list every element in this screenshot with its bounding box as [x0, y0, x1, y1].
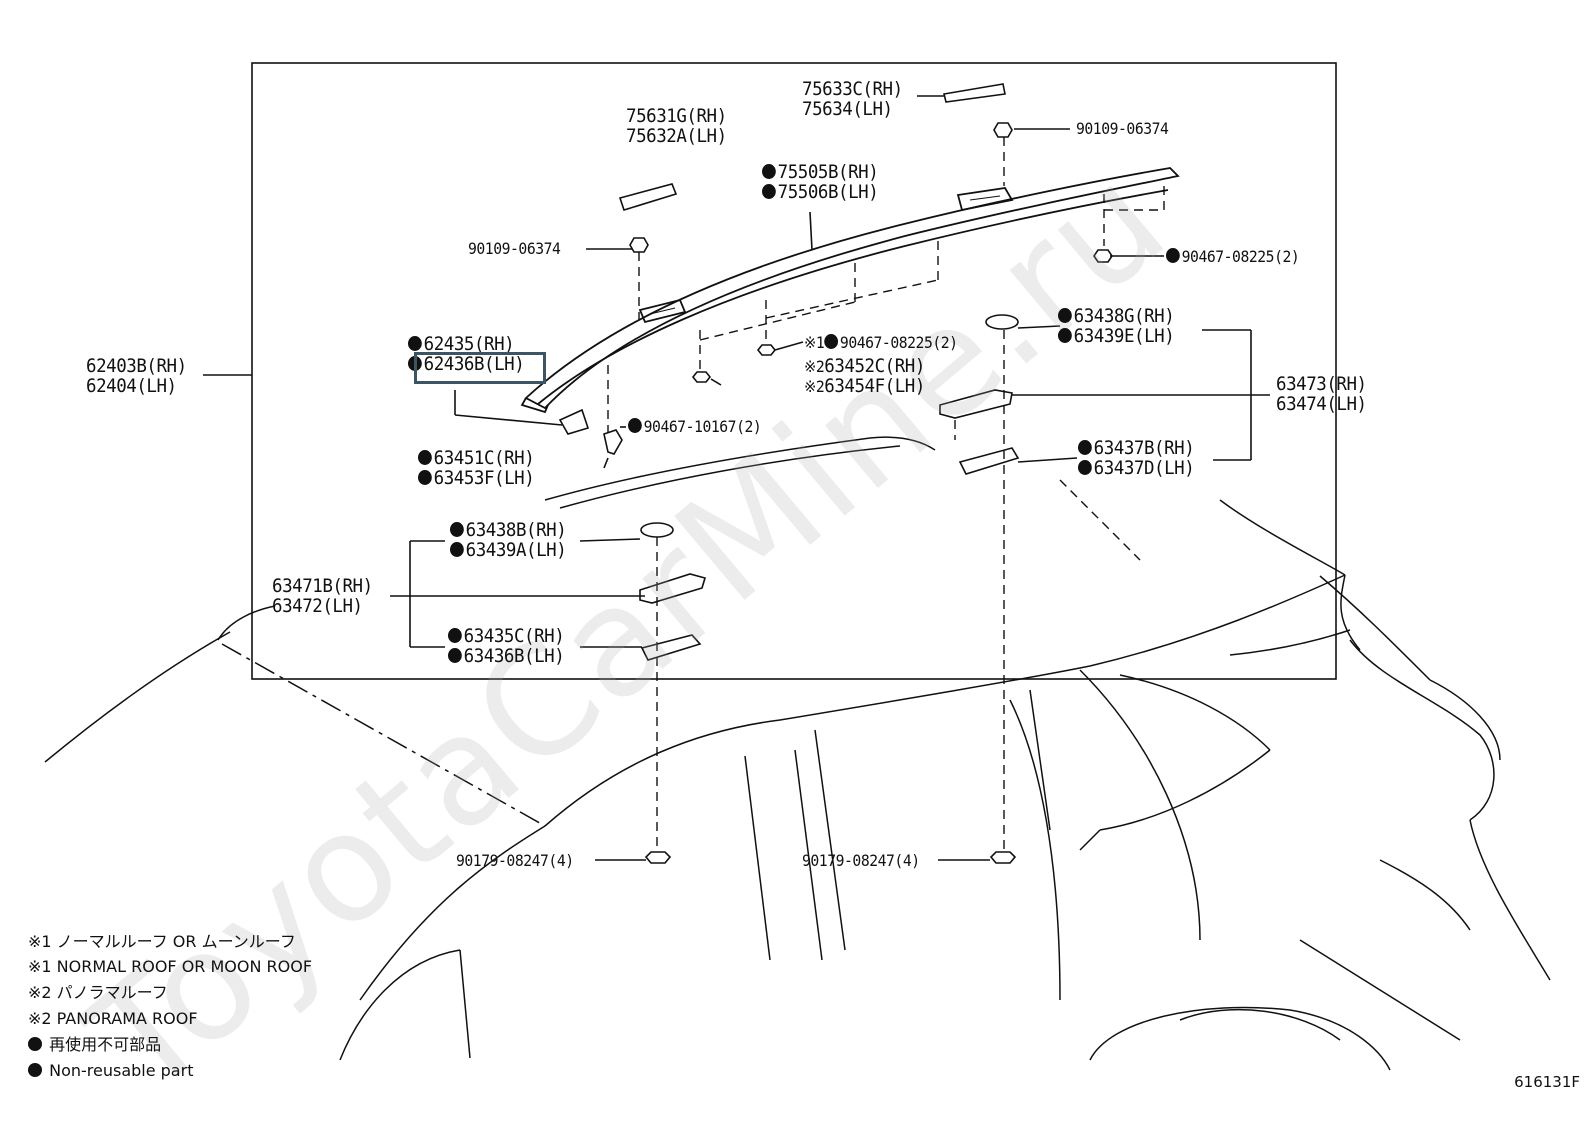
part-number-lh: 63436B(LH): [463, 645, 565, 667]
part-label-90467-10167[interactable]: 90467-10167(2): [628, 418, 762, 436]
non-reusable-dot-icon: [450, 542, 464, 557]
part-label-90109-left[interactable]: 90109-06374: [468, 239, 561, 258]
part-number-rh: 63452C(RH): [824, 355, 925, 377]
non-reusable-dot-icon: [418, 450, 432, 465]
part-label-62435[interactable]: 62435(RH) 62436B(LH): [408, 333, 525, 375]
part-number-rh: 62403B(RH): [86, 355, 187, 377]
non-reusable-dot-icon: [448, 628, 462, 643]
parts-diagram: ToyotaCarMine.ru 75633C(RH) 75634(LH) 90…: [28, 62, 1580, 1129]
part-number-lh: 63474(LH): [1276, 393, 1367, 415]
end-cover: [618, 183, 678, 211]
part-label-63471[interactable]: 63471B(RH) 63472(LH): [272, 576, 373, 616]
bolt-shapes: [603, 122, 1113, 864]
part-number-lh: 63439E(LH): [1073, 325, 1175, 347]
part-number-rh: 63435C(RH): [463, 625, 565, 647]
end-cap: [558, 408, 590, 435]
part-number-lh: 62436B(LH): [423, 353, 525, 375]
part-label-90179-right[interactable]: 90179-08247(4): [802, 851, 920, 870]
non-reusable-dot-icon: [408, 336, 422, 351]
part-number-rh: 63438G(RH): [1073, 305, 1175, 327]
part-number-lh: 63453F(LH): [433, 467, 535, 489]
legend-note1-jp: ※1 ノーマルルーフ OR ムーンルーフ: [28, 932, 296, 951]
non-reusable-dot-icon: [450, 522, 464, 537]
non-reusable-dot-icon: [28, 1037, 42, 1051]
non-reusable-dot-icon: [762, 184, 776, 199]
part-label-75633[interactable]: 75633C(RH) 75634(LH): [802, 79, 903, 119]
end-cover-rear: [943, 83, 1006, 103]
part-number-rh: 63471B(RH): [272, 575, 373, 597]
part-label-63438g[interactable]: 63438G(RH) 63439E(LH): [1058, 305, 1175, 347]
detail-frame: [251, 62, 1337, 680]
non-reusable-dot-icon: [1058, 328, 1072, 343]
leader-lines: [390, 95, 1270, 861]
note2-mark: ※2: [804, 357, 825, 376]
part-number-rh: 75631G(RH): [626, 105, 727, 127]
part-label-90179-left[interactable]: 90179-08247(4): [456, 851, 574, 870]
part-label-63437[interactable]: 63437B(RH) 63437D(LH): [1078, 437, 1195, 479]
non-reusable-dot-icon: [418, 470, 432, 485]
part-label-63451[interactable]: 63451C(RH) 63453F(LH): [418, 447, 535, 489]
part-number-rh: 63438B(RH): [465, 519, 567, 541]
diagram-drawing: [44, 62, 1551, 1071]
non-reusable-dot-icon: [824, 334, 839, 349]
non-reusable-dot-icon: [1078, 460, 1092, 475]
non-reusable-dot-icon: [28, 1063, 42, 1077]
roof-rail: [520, 167, 1180, 414]
non-reusable-dot-icon: [448, 648, 462, 663]
non-reusable-dot-icon: [628, 418, 642, 433]
part-number-lh: 63439A(LH): [465, 539, 567, 561]
part-label-63435[interactable]: 63435C(RH) 63436B(LH): [448, 625, 565, 667]
part-number-lh: 75634(LH): [802, 98, 893, 120]
part-number-lh: 63472(LH): [272, 595, 363, 617]
part-label-62403[interactable]: 62403B(RH) 62404(LH): [86, 356, 187, 396]
part-number-rh: 62435(RH): [423, 333, 515, 355]
legend-note2-en: ※2 PANORAMA ROOF: [28, 1009, 198, 1028]
part-number-lh: 75506B(LH): [777, 181, 879, 203]
highlight-box: [414, 352, 546, 384]
dashed-lines: [607, 137, 1165, 850]
part-label-90109-top[interactable]: 90109-06374: [1076, 119, 1169, 138]
part-label-75631[interactable]: 75631G(RH) 75632A(LH): [626, 106, 727, 146]
legend-nonreusable-jp: 再使用不可部品: [28, 1036, 161, 1054]
part-number-rh: 75633C(RH): [802, 78, 903, 100]
non-reusable-dot-icon: [1058, 308, 1072, 323]
part-label-63473[interactable]: 63473(RH) 63474(LH): [1276, 374, 1367, 414]
part-number-lh: 63437D(LH): [1093, 457, 1195, 479]
part-number-rh: 63473(RH): [1276, 373, 1367, 395]
legend-note1-en: ※1 NORMAL ROOF OR MOON ROOF: [28, 957, 313, 976]
non-reusable-dot-icon: [1078, 440, 1092, 455]
legend-note2-jp: ※2 パノラマルーフ: [28, 983, 168, 1002]
figure-number: 616131F: [1514, 1073, 1580, 1091]
note1-mark: ※1: [804, 333, 825, 352]
part-label-63452[interactable]: ※263452C(RH) ※263454F(LH): [804, 356, 925, 396]
part-number-rh: 63437B(RH): [1093, 437, 1195, 459]
part-label-63438b[interactable]: 63438B(RH) 63439A(LH): [450, 519, 567, 561]
part-label-90467-right[interactable]: 90467-08225(2): [1166, 248, 1300, 266]
non-reusable-dot-icon: [1166, 248, 1180, 263]
part-number-rh: 75505B(RH): [777, 161, 879, 183]
car-body-outline: [44, 436, 1551, 1071]
part-number-lh: 62404(LH): [86, 375, 177, 397]
non-reusable-dot-icon: [762, 164, 776, 179]
part-number-rh: 63451C(RH): [433, 447, 535, 469]
note2-mark: ※2: [804, 377, 825, 396]
legend-nonreusable-en: Non-reusable part: [28, 1062, 193, 1080]
part-number-lh: 63454F(LH): [824, 375, 925, 397]
part-number-lh: 75632A(LH): [626, 125, 727, 147]
part-label-75505[interactable]: 75505B(RH) 75506B(LH): [762, 161, 879, 203]
